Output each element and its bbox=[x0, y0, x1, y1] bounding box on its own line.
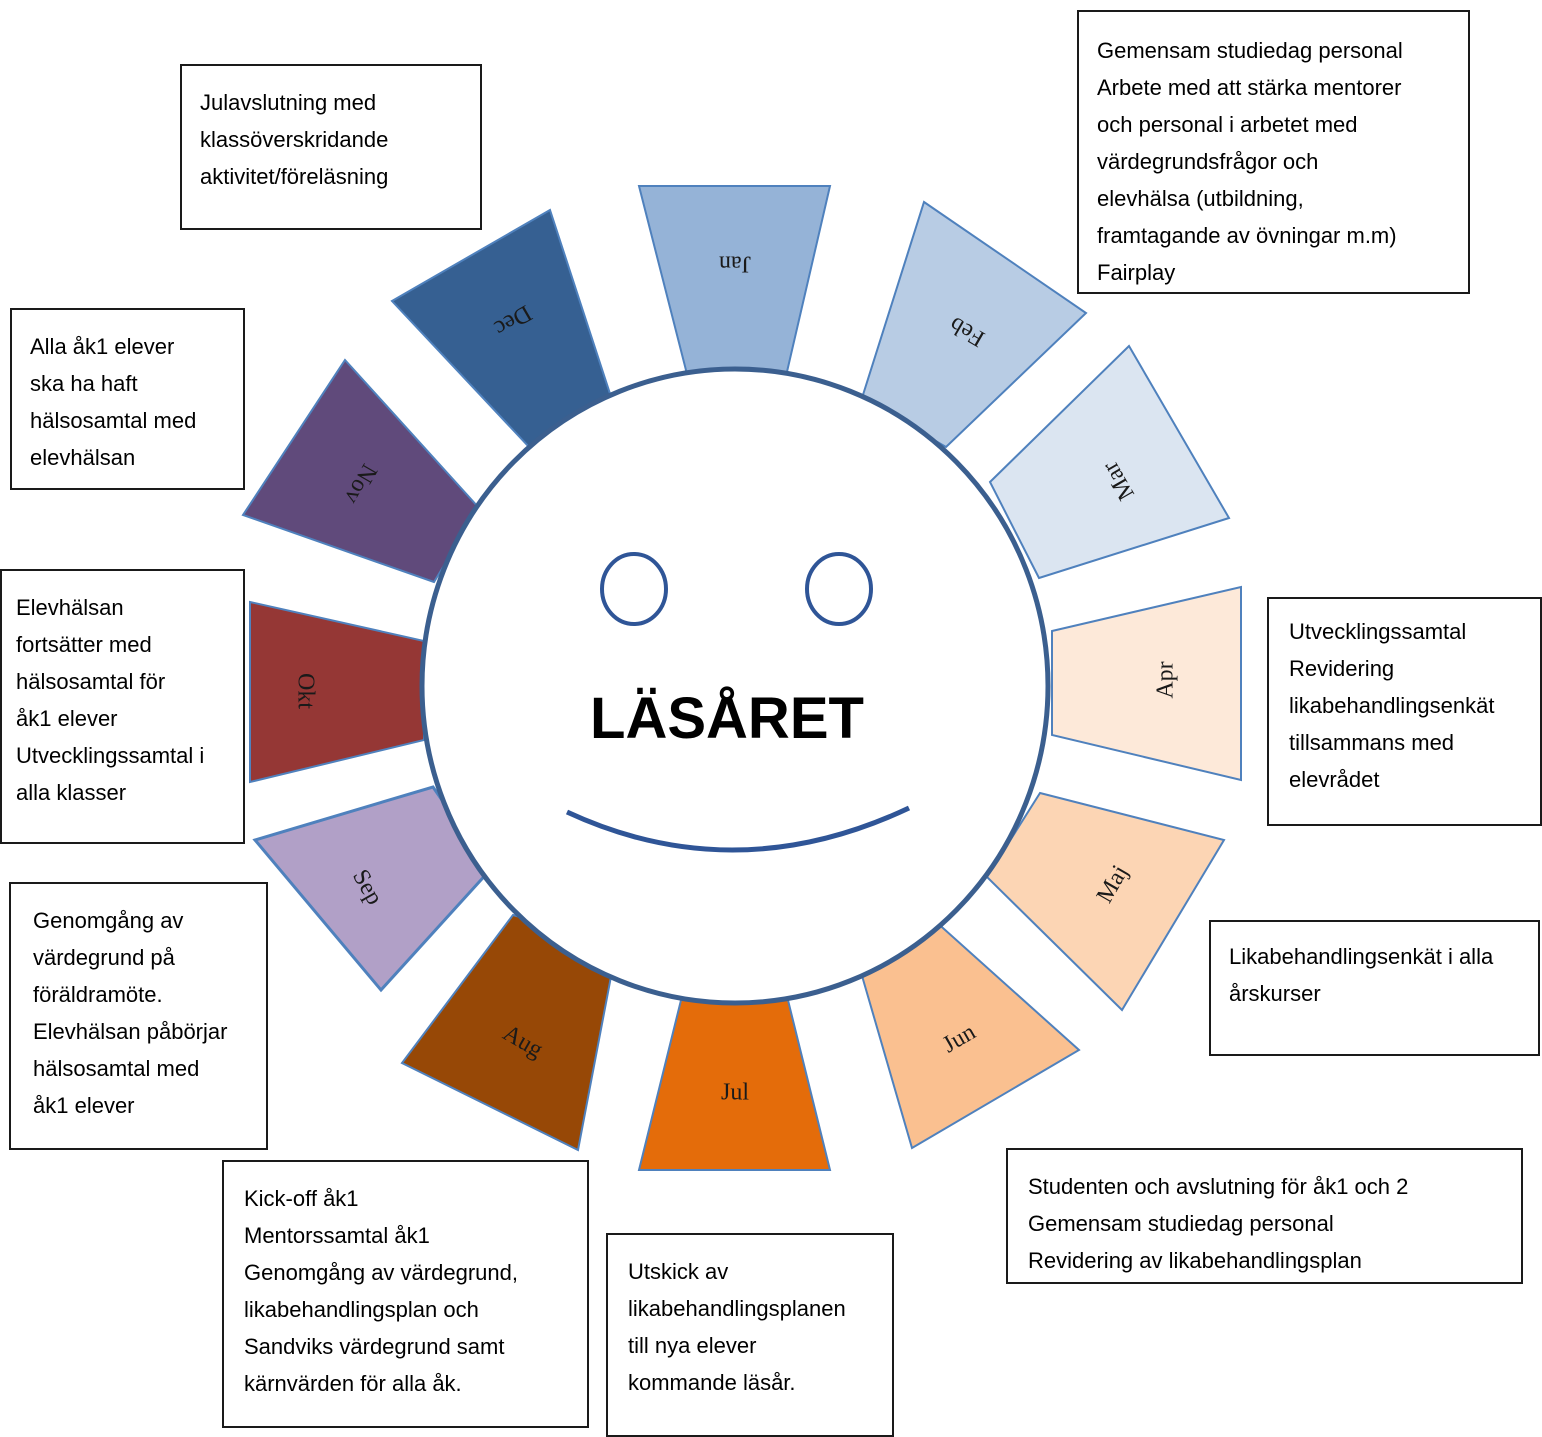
note-maj: Likabehandlingsenkät i alla årskurser bbox=[1209, 920, 1540, 1056]
center-title: LÄSÅRET bbox=[590, 686, 864, 751]
note-nov: Alla åk1 elever ska ha haft hälsosamtal … bbox=[10, 308, 245, 490]
month-segment-apr bbox=[1051, 585, 1242, 782]
note-apr: Utvecklingssamtal Revidering likabehandl… bbox=[1267, 597, 1542, 826]
smile-mouth bbox=[565, 805, 911, 853]
note-sep: Genomgång av värdegrund på föräldramöte.… bbox=[9, 882, 268, 1150]
month-segment-nov bbox=[241, 358, 481, 584]
right-eye bbox=[805, 552, 873, 626]
month-label-jan: Jan bbox=[719, 250, 751, 276]
note-jul: Utskick av likabehandlingsplanen till ny… bbox=[606, 1233, 894, 1437]
month-segment-feb bbox=[860, 200, 1088, 449]
note-jan-feb: Gemensam studiedag personal Arbete med a… bbox=[1077, 10, 1470, 294]
note-dec: Julavslutning med klassöverskridande akt… bbox=[180, 64, 482, 230]
month-label-jul: Jul bbox=[721, 1080, 749, 1106]
month-segment-mar bbox=[988, 344, 1231, 580]
month-segment-okt bbox=[249, 600, 425, 784]
note-okt: Elevhälsan fortsätter med hälsosamtal fö… bbox=[0, 569, 245, 844]
month-segment-jan bbox=[637, 185, 832, 391]
month-label-okt: Okt bbox=[292, 673, 318, 709]
month-segment-jul bbox=[637, 979, 832, 1171]
month-label-apr: Apr bbox=[1153, 661, 1179, 698]
left-eye bbox=[600, 552, 668, 626]
note-jun: Studenten och avslutning för åk1 och 2 G… bbox=[1006, 1148, 1523, 1284]
face-circle bbox=[419, 366, 1051, 1006]
note-aug: Kick-off åk1 Mentorssamtal åk1 Genomgång… bbox=[222, 1160, 589, 1428]
